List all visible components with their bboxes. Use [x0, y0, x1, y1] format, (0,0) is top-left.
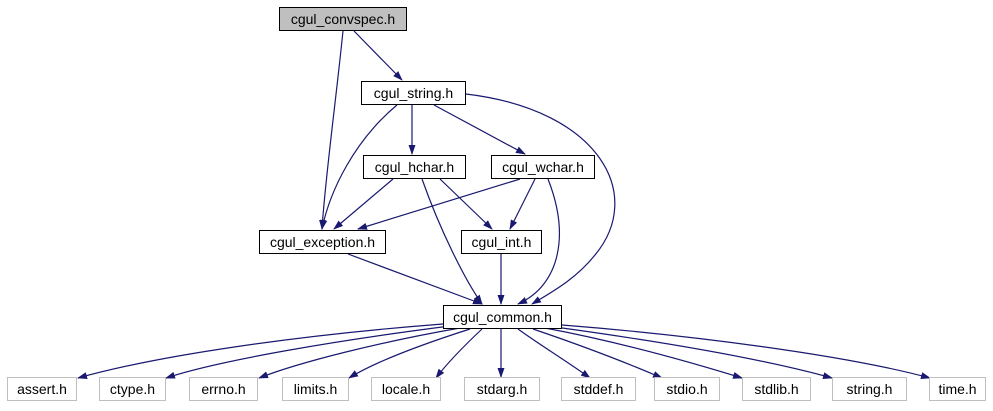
- edge-common-to-cstring: [554, 326, 833, 379]
- node-cgul-exception-h[interactable]: cgul_exception.h: [259, 230, 386, 254]
- edge-hchar-to-exception: [333, 178, 394, 230]
- edge-wchar-to-common: [517, 178, 560, 305]
- edge-hchar-to-int: [439, 178, 493, 230]
- node-stdarg-h: stdarg.h: [464, 377, 540, 401]
- node-stdio-h: stdio.h: [654, 377, 720, 401]
- node-assert-h: assert.h: [7, 377, 77, 401]
- node-cgul-common-h[interactable]: cgul_common.h: [443, 305, 562, 329]
- node-limits-h: limits.h: [282, 377, 349, 401]
- node-locale-h: locale.h: [371, 377, 441, 401]
- node-errno-h: errno.h: [189, 377, 258, 401]
- edge-convspec-to-string: [353, 30, 403, 81]
- node-cgul-wchar-h[interactable]: cgul_wchar.h: [491, 155, 595, 179]
- edge-common-to-stdlib: [544, 327, 743, 379]
- edge-wchar-to-exception: [357, 178, 521, 230]
- dependency-edges: [77, 30, 931, 380]
- node-time-h: time.h: [929, 377, 986, 401]
- edge-common-to-limits: [348, 328, 471, 379]
- node-cgul-string-h[interactable]: cgul_string.h: [361, 81, 466, 105]
- edge-hchar-to-common: [421, 178, 483, 305]
- edge-string-to-common: [465, 93, 616, 305]
- edge-exception-to-common: [347, 253, 483, 305]
- edge-common-to-locale: [435, 328, 483, 379]
- edge-common-to-stddef: [517, 328, 591, 379]
- node-cgul-hchar-h[interactable]: cgul_hchar.h: [363, 155, 466, 179]
- node-cgul-convspec-h: cgul_convspec.h: [279, 7, 407, 31]
- node-string-h: string.h: [832, 377, 907, 401]
- edge-common-to-stdio: [532, 328, 663, 379]
- edge-common-to-errno: [258, 327, 461, 379]
- node-cgul-int-h[interactable]: cgul_int.h: [461, 230, 542, 254]
- node-stdlib-h: stdlib.h: [742, 377, 811, 401]
- node-ctype-h: ctype.h: [99, 377, 166, 401]
- node-stddef-h: stddef.h: [561, 377, 636, 401]
- edge-common-to-ctype: [165, 325, 451, 379]
- edge-string-to-exception: [320, 104, 398, 230]
- edge-common-to-time: [561, 324, 931, 380]
- edge-common-to-assert: [77, 323, 444, 379]
- edge-string-to-wchar: [433, 104, 526, 155]
- edge-convspec-to-exception: [319, 30, 344, 230]
- edge-wchar-to-int: [509, 178, 536, 230]
